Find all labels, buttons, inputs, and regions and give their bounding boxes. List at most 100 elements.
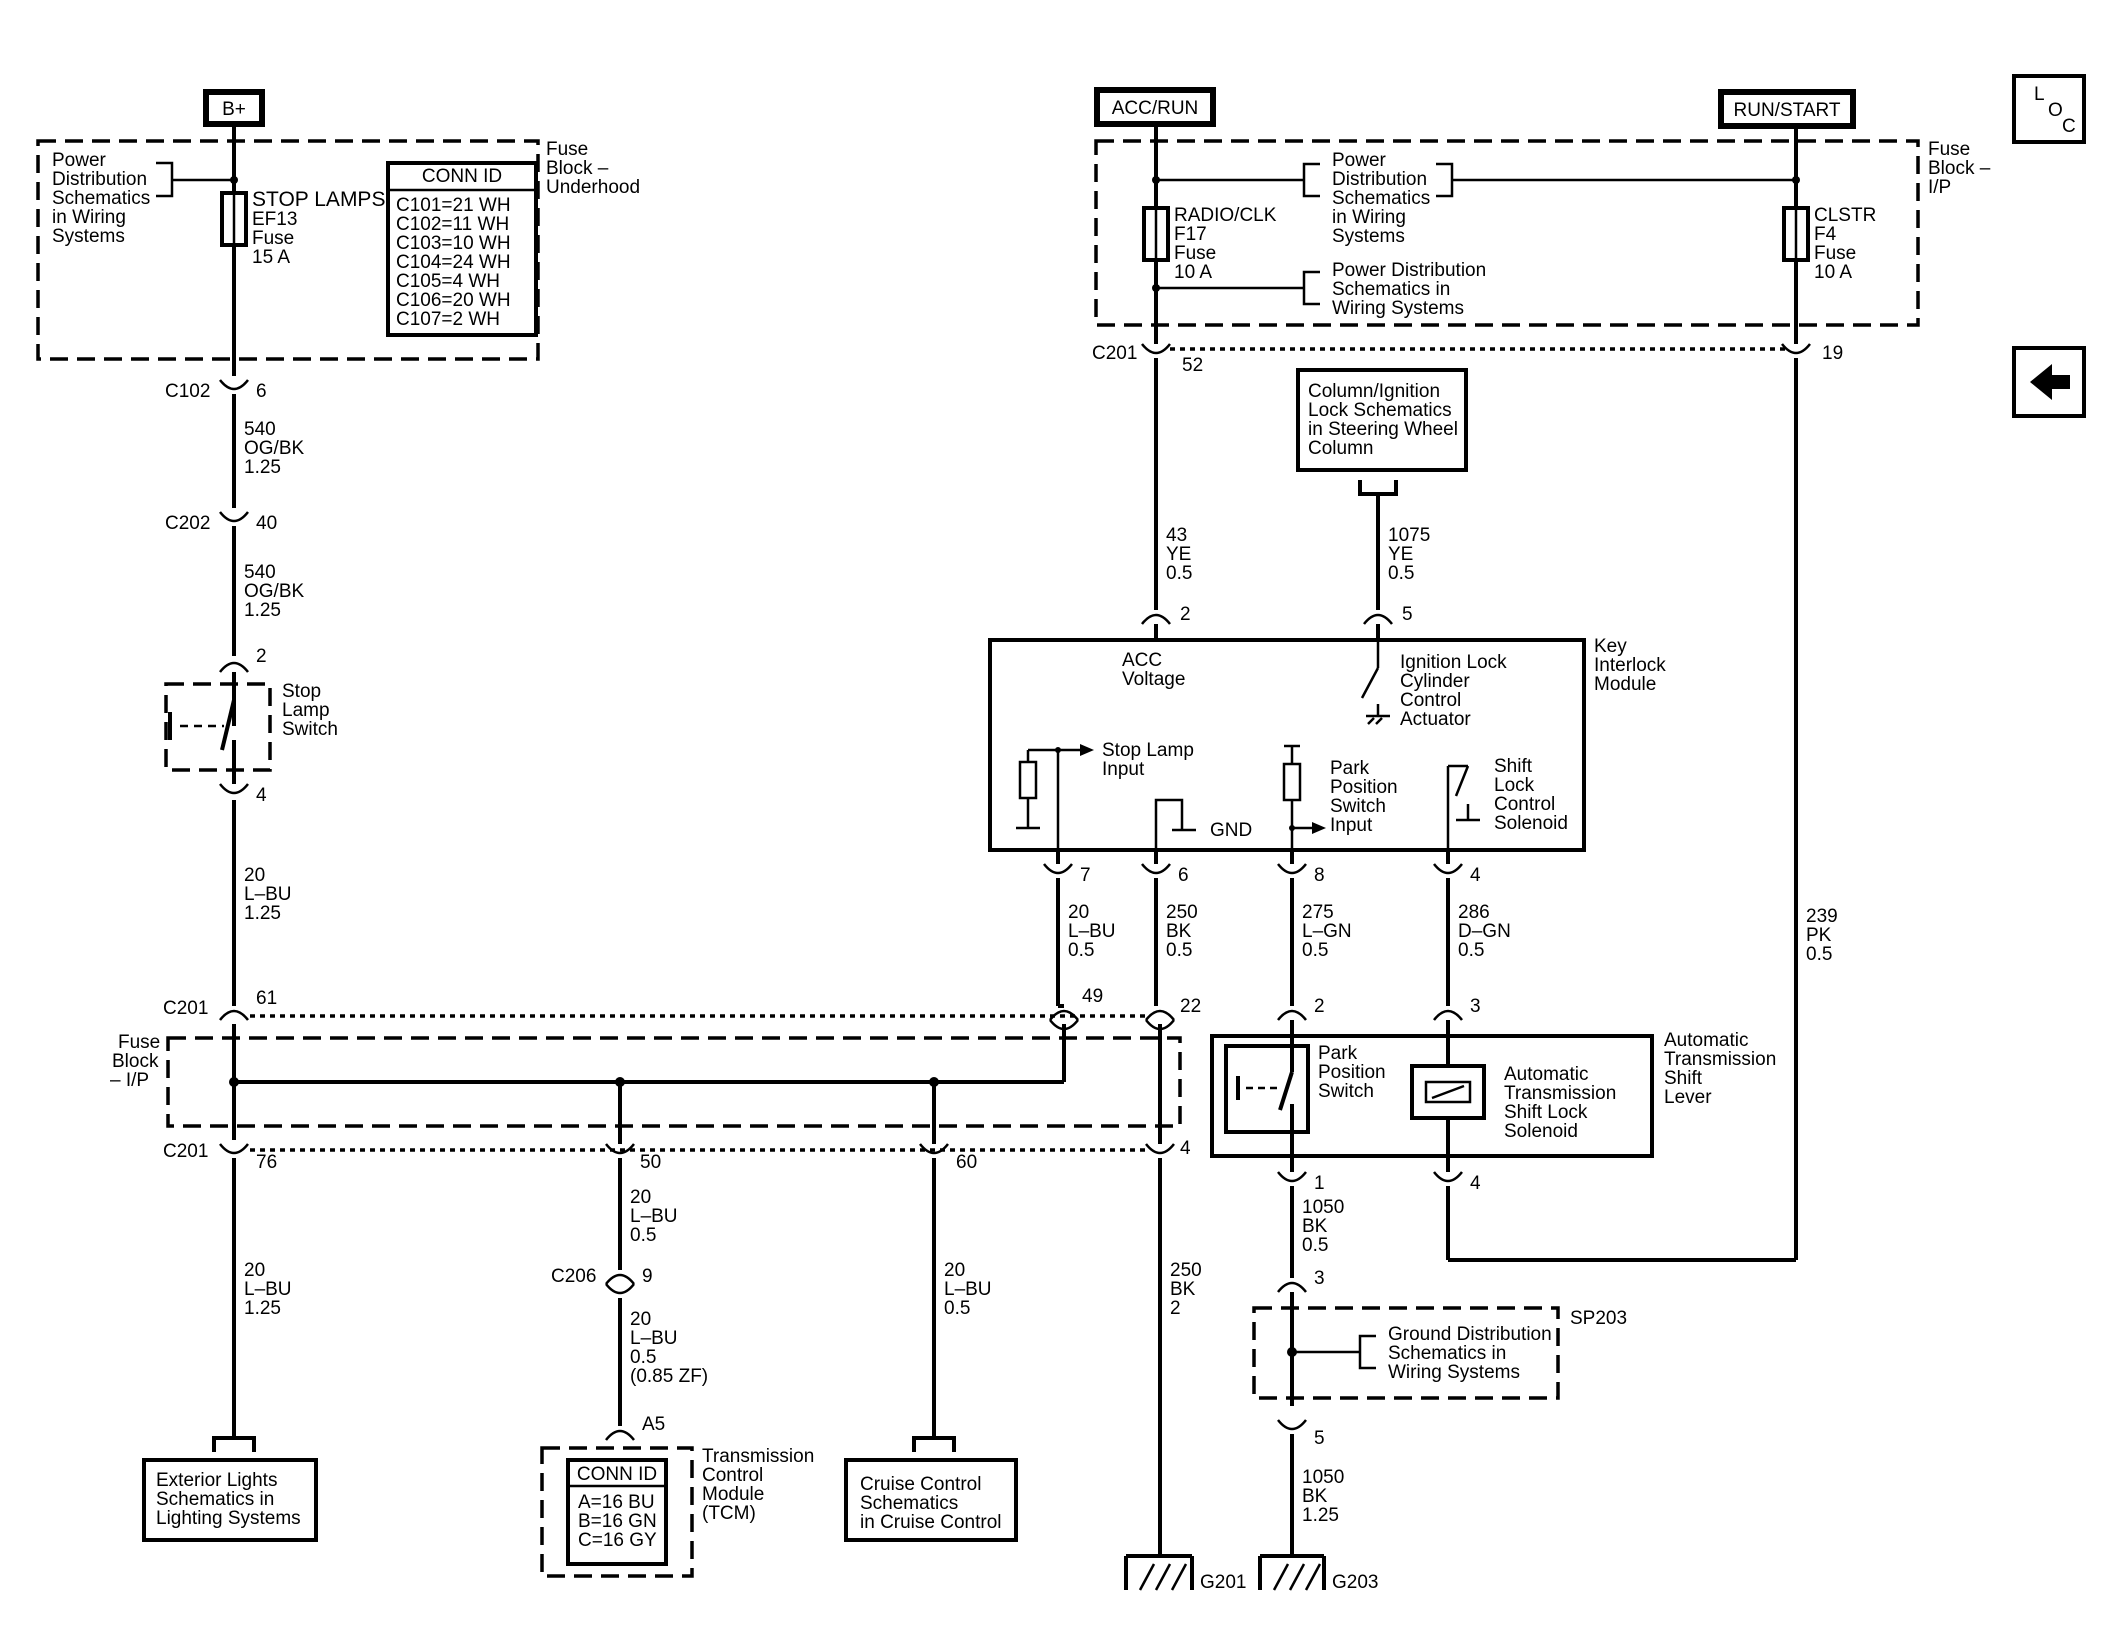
- module-label: Shift: [1664, 1068, 1703, 1089]
- wire-label: 0.5: [1302, 1235, 1328, 1256]
- module-label: Control: [1400, 690, 1461, 711]
- fuse-label: RADIO/CLK: [1174, 205, 1277, 226]
- fuse-label: Fuse: [1174, 243, 1216, 264]
- wire-label: L–BU: [630, 1206, 678, 1227]
- acc-run-label: ACC/RUN: [1112, 98, 1199, 119]
- exterior-label: Exterior Lights: [156, 1470, 277, 1491]
- pin-label: 5: [1314, 1428, 1325, 1449]
- stop-switch-label: Switch: [282, 719, 338, 740]
- module-label: Position: [1330, 777, 1398, 798]
- power-ref-text: Distribution: [52, 169, 147, 190]
- wire-label: 0.5: [630, 1347, 656, 1368]
- connector-icon: [1145, 1143, 1175, 1155]
- connector-icon: [1141, 863, 1171, 875]
- wire-label: 0.5: [1388, 563, 1414, 584]
- connector-c201-icon: [219, 1009, 249, 1021]
- fuse-label: Fuse: [1814, 243, 1856, 264]
- ground-g201: G201: [1124, 1554, 1246, 1593]
- run-start-label: RUN/START: [1734, 100, 1841, 121]
- connector-icon: [1141, 613, 1171, 625]
- pin-label: 6: [1178, 865, 1189, 886]
- wire-label: 20: [244, 865, 265, 886]
- stop-switch-label: Lamp: [282, 700, 330, 721]
- ground-dist-label: Wiring Systems: [1388, 1362, 1520, 1383]
- shift-lever-outputs: 1 1050 BK 0.5 3 4: [1277, 1156, 1481, 1293]
- module-label: Stop Lamp: [1102, 740, 1194, 761]
- fuse-label: 15 A: [252, 247, 290, 268]
- wire-label: L–BU: [244, 884, 292, 905]
- connector-label: C201: [163, 998, 208, 1019]
- module-label: Lever: [1664, 1087, 1712, 1108]
- pin-label: A5: [642, 1414, 665, 1435]
- key-module-outputs: 7 20 L–BU 0.5 49 6 250 BK 0.5 22 4 250 B…: [1043, 850, 1511, 1556]
- module-label: Voltage: [1122, 669, 1185, 690]
- pin-label: 49: [1082, 986, 1103, 1007]
- cruise-control-ref: Cruise Control Schematics in Cruise Cont…: [844, 1458, 1018, 1542]
- pin-label: 4: [1470, 1173, 1481, 1194]
- wire-label: OG/BK: [244, 581, 305, 602]
- column-lock-label: in Steering Wheel: [1308, 419, 1458, 440]
- pin-label: 3: [1470, 996, 1481, 1017]
- exterior-label: Schematics in: [156, 1489, 274, 1510]
- wire-label: 0.5: [630, 1225, 656, 1246]
- wire-label: 1.25: [244, 903, 281, 924]
- loc-letter: L: [2034, 84, 2045, 105]
- pin-label: 4: [1180, 1138, 1191, 1159]
- fuse-block-underhood: Fuse Block – Underhood Power Distributio…: [36, 139, 640, 361]
- tcm-label: (TCM): [702, 1503, 756, 1524]
- wire-label: L–BU: [630, 1328, 678, 1349]
- pin-label: 52: [1182, 355, 1203, 376]
- pin-label: 4: [256, 785, 267, 806]
- connector-icon: [1433, 1171, 1463, 1183]
- conn-id-title: CONN ID: [577, 1464, 657, 1485]
- module-label: Interlock: [1594, 655, 1666, 676]
- loc-icon[interactable]: L O C: [2012, 74, 2086, 144]
- wire-label: BK: [1302, 1486, 1328, 1507]
- connector-c206-icon: [605, 1273, 635, 1285]
- fuse-block-label: Block –: [1928, 158, 1991, 179]
- conn-id-row: C107=2 WH: [396, 309, 500, 330]
- connector-icon: [1277, 1009, 1307, 1021]
- power-ref-text: Power Distribution: [1332, 260, 1486, 281]
- module-label: Input: [1330, 815, 1373, 836]
- module-label: Shift: [1494, 756, 1533, 777]
- wire-label: 20: [630, 1187, 651, 1208]
- module-label: ACC: [1122, 650, 1162, 671]
- wire-label: 0.5: [1166, 563, 1192, 584]
- wire-label: 20: [1068, 902, 1089, 923]
- tcm-branch: 50 20 L–BU 0.5 C206 9 20 L–BU 0.5 (0.85 …: [540, 1143, 814, 1578]
- key-interlock-module: Key Interlock Module ACC Voltage Ignitio…: [988, 636, 1666, 852]
- fuse-block-label: Fuse: [546, 139, 588, 160]
- cruise-label: Cruise Control: [860, 1474, 981, 1495]
- conn-id-row: C103=10 WH: [396, 233, 511, 254]
- fuse-label: Fuse: [252, 228, 294, 249]
- wire-label: 286: [1458, 902, 1490, 923]
- wire-label: 0.5: [1806, 944, 1832, 965]
- pin-label: 19: [1822, 343, 1843, 364]
- connector-icon: [1781, 343, 1811, 355]
- module-label: Switch: [1330, 796, 1386, 817]
- pin-label: 2: [1314, 996, 1325, 1017]
- wire-label: YE: [1166, 544, 1191, 565]
- run-start-circuit: 19 239 PK 0.5: [1448, 129, 1843, 1262]
- splice-label: SP203: [1570, 1308, 1627, 1329]
- pin-label: 9: [642, 1266, 653, 1287]
- wire-label: 1.25: [244, 457, 281, 478]
- bplus-source: B+: [203, 89, 265, 127]
- wire-label: L–BU: [1068, 921, 1116, 942]
- wire-label: 0.5: [1166, 940, 1192, 961]
- pin-label: 4: [1470, 865, 1481, 886]
- conn-id-row: A=16 BU: [578, 1492, 655, 1513]
- fuse-label: 10 A: [1174, 262, 1212, 283]
- conn-id-row: C106=20 WH: [396, 290, 511, 311]
- arrow-left-icon[interactable]: [2012, 346, 2086, 418]
- power-ref-text: Power: [52, 150, 107, 171]
- connector-icon: [1277, 1171, 1307, 1183]
- tcm-label: Control: [702, 1465, 763, 1486]
- connector-label: C102: [165, 381, 210, 402]
- wire-label: 20: [244, 1260, 265, 1281]
- tcm-module: CONN ID A=16 BU B=16 GN C=16 GY Transmis…: [540, 1446, 814, 1578]
- ground-label: G203: [1332, 1572, 1378, 1593]
- conn-id-table: CONN ID C101=21 WH C102=11 WH C103=10 WH…: [386, 161, 538, 337]
- column-lock-label: Column: [1308, 438, 1373, 459]
